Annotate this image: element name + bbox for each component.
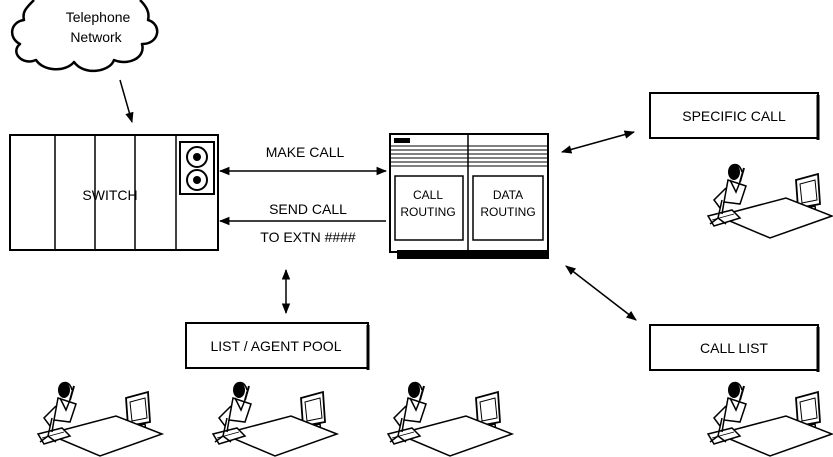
agent-pool-box: LIST / AGENT POOL — [185, 322, 370, 370]
call-list-label: CALL LIST — [700, 340, 768, 356]
to-extn-label: TO EXTN #### — [260, 229, 356, 245]
make-call-label: MAKE CALL — [266, 144, 345, 160]
data-routing-label-line2: ROUTING — [480, 205, 535, 219]
network-label-line1: Telephone — [66, 9, 131, 25]
server-to-call-list-arrow — [565, 265, 637, 321]
send-call-label: SEND CALL — [269, 201, 347, 217]
network-label-line2: Network — [70, 29, 122, 45]
call-routing-label-line1: CALL — [413, 188, 443, 202]
agent-workstation-pool-1 — [37, 381, 163, 457]
routing-server: CALL ROUTING DATA ROUTING — [389, 133, 549, 259]
agent-workstation-pool-2 — [212, 381, 338, 457]
data-routing-label-line1: DATA — [493, 188, 523, 202]
call-list-box: CALL LIST — [649, 324, 820, 372]
agent-workstation-pool-3 — [387, 381, 513, 457]
switch-label: SWITCH — [82, 187, 137, 203]
agent-workstation-call-list — [707, 381, 833, 457]
agent-pool-label: LIST / AGENT POOL — [211, 338, 342, 354]
network-to-switch-arrow — [119, 79, 134, 124]
agent-workstation-specific — [707, 163, 833, 239]
call-routing-label-line2: ROUTING — [400, 205, 455, 219]
specific-call-box: SPECIFIC CALL — [649, 92, 820, 140]
telephone-network-cloud: Telephone Network — [11, 0, 159, 72]
switch-unit: SWITCH — [9, 134, 219, 251]
server-to-specific-call-arrow — [560, 130, 636, 154]
specific-call-label: SPECIFIC CALL — [682, 108, 786, 124]
